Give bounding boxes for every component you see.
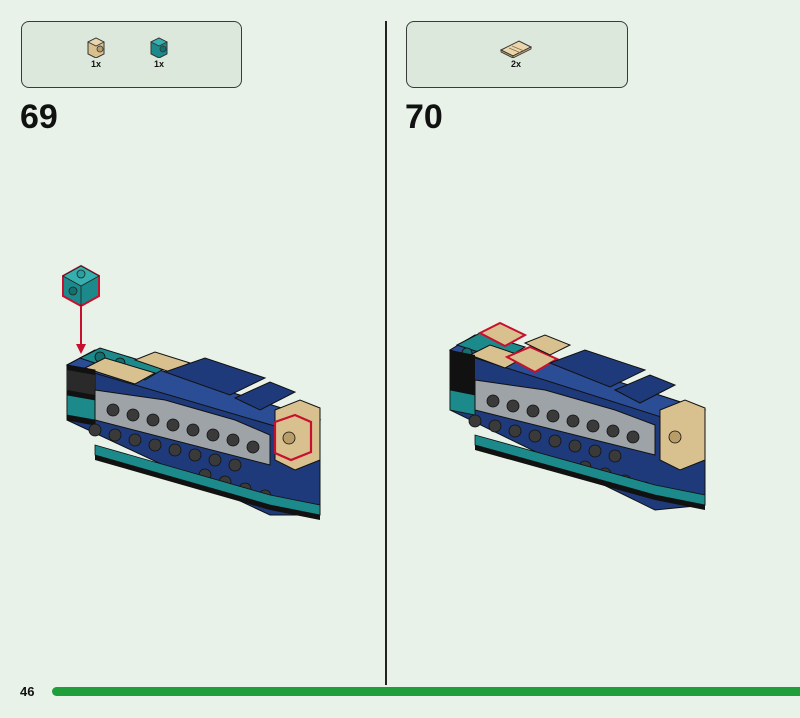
new-teal-brick-highlight (62, 264, 100, 308)
step-69-parts-callout: 1x 1x (21, 21, 242, 88)
tan-tile-1x2-grill-icon (499, 40, 533, 58)
part-tan-tile: 2x (499, 38, 533, 69)
part-teal-brick: 1x (149, 36, 169, 69)
page-number: 46 (20, 684, 35, 699)
part-tan-brick: 1x (86, 36, 106, 69)
part-qty: 1x (153, 59, 164, 69)
part-qty: 2x (510, 59, 521, 69)
step-70-parts-callout: 2x (406, 21, 628, 88)
teal-brick-1x1-stud-side-icon (150, 37, 168, 58)
step-70-build-illustration (448, 321, 707, 511)
part-qty: 1x (90, 59, 101, 69)
tan-brick-1x1-stud-side-icon (87, 37, 105, 58)
step-number-70: 70 (405, 98, 443, 136)
step-69-build-illustration (62, 264, 322, 520)
step-number-69: 69 (20, 98, 58, 136)
step-divider (385, 21, 387, 685)
page-progress-bar (52, 687, 800, 696)
